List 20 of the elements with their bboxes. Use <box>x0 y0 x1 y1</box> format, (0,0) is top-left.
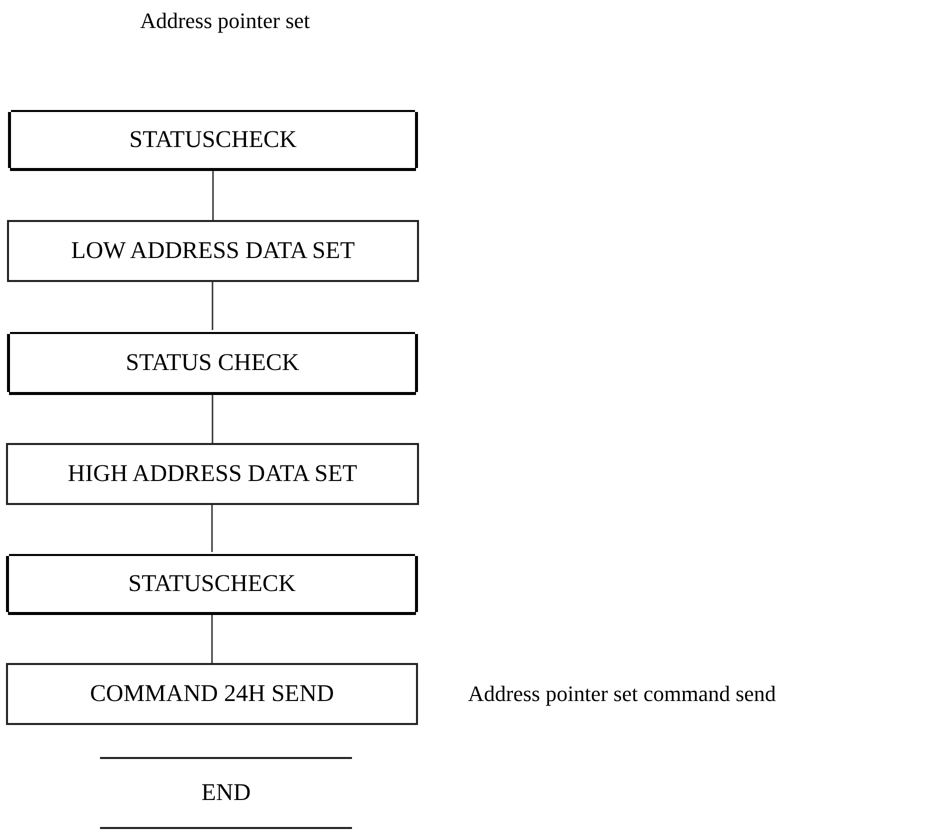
node-label: LOW ADDRESS DATA SET <box>71 238 355 264</box>
connector-line <box>211 615 213 663</box>
connector-line <box>212 282 214 330</box>
node-label: END <box>201 780 251 806</box>
node-label: STATUS CHECK <box>126 350 300 376</box>
diagram-title: Address pointer set <box>139 8 311 34</box>
node-label: COMMAND 24H SEND <box>90 680 334 708</box>
process-box <box>6 663 418 725</box>
side-note: Address pointer set command send <box>468 681 776 707</box>
node-label: STATUSCHECK <box>129 126 297 154</box>
process-box <box>6 443 419 505</box>
process-box <box>7 220 419 282</box>
connector-line <box>212 395 214 443</box>
process-box <box>8 112 418 168</box>
node-label: HIGH ADDRESS DATA SET <box>68 460 358 488</box>
node-label: STATUSCHECK <box>128 570 296 598</box>
connector-line <box>212 171 214 220</box>
process-box <box>7 334 418 392</box>
connector-line <box>211 505 213 552</box>
process-box <box>6 556 418 612</box>
